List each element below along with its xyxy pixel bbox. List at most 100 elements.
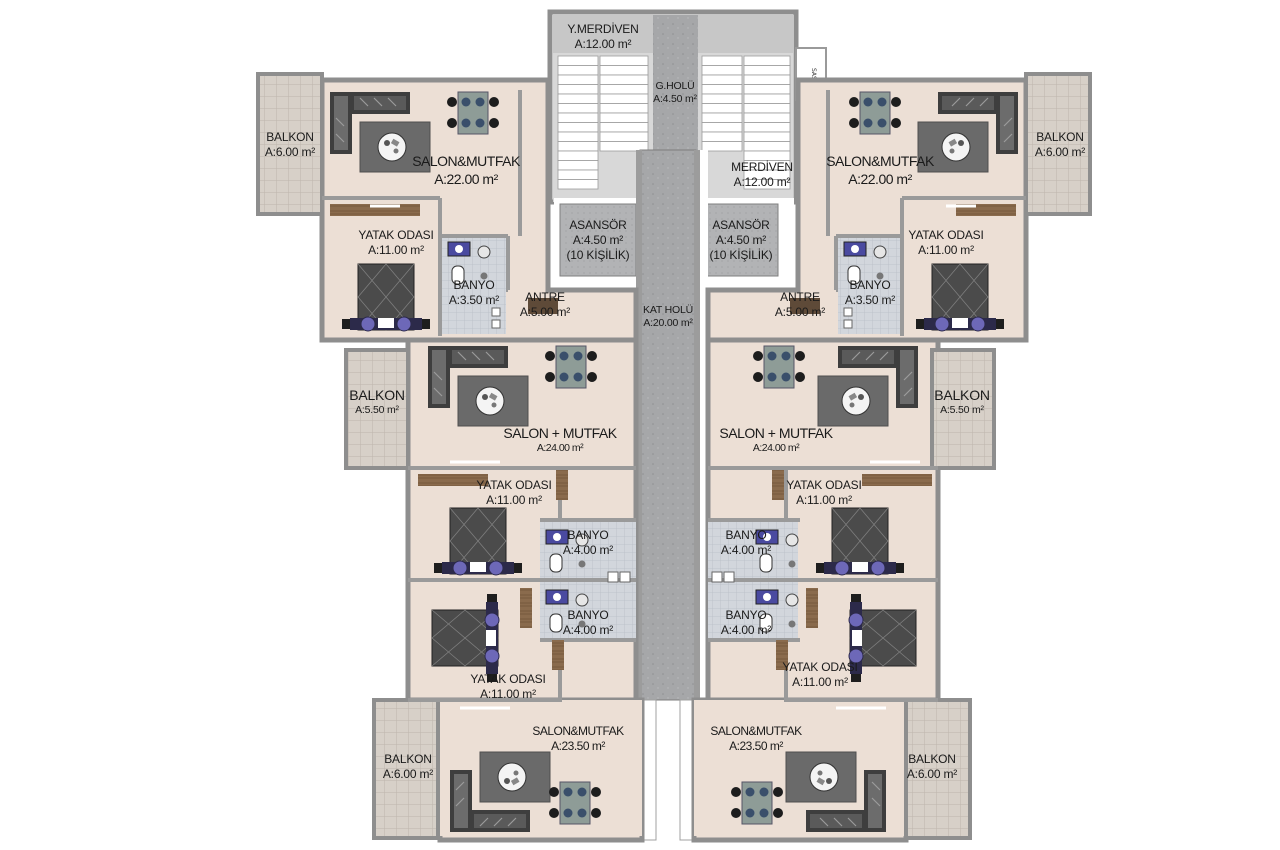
stair-tread [599, 141, 649, 152]
ml-bath1-name: BANYO [567, 528, 609, 542]
mr-bath1-name: BANYO [725, 528, 767, 542]
tr-entry-label: ANTRE A:5.00 m² [775, 290, 825, 320]
wardrobes [330, 204, 1016, 670]
tr-bedroom-label: YATAK ODASI A:11.00 m² [908, 228, 983, 258]
mr-bath1-area: A:4.00 m² [720, 543, 772, 557]
ml-balcony-label: BALKON A:5.50 m² [349, 386, 405, 417]
stair-tread [743, 122, 791, 133]
mr-bedroom2-area: A:11.00 m² [792, 675, 848, 689]
tl-bath-area: A:3.50 m² [448, 293, 500, 307]
stair-tread [599, 131, 649, 142]
mr-bedroom2-label: YATAK ODASI A:11.00 m² [782, 660, 857, 690]
tl-entry-label: ANTRE A:5.00 m² [520, 290, 570, 320]
ml-balcony-area: A:5.50 m² [355, 404, 399, 416]
stair-tread [701, 55, 743, 66]
stair-tread [599, 103, 649, 114]
lift-left-area: A:4.50 m² [572, 233, 624, 247]
tl-living-area: A:22.00 m² [434, 171, 498, 187]
stair-tread [701, 122, 743, 133]
ml-living-area: A:24.00 m² [536, 442, 584, 454]
ml-bath2-name: BANYO [567, 608, 609, 622]
stair-tread [599, 55, 649, 66]
stair-tread [743, 112, 791, 123]
stair-tread [743, 65, 791, 76]
stair-tread [557, 74, 599, 85]
mr-living-label: SALON + MUTFAK A:24.00 m² [719, 424, 833, 455]
mr-bath2-area: A:4.00 m² [720, 623, 772, 637]
tr-balcony-area: A:6.00 m² [1034, 145, 1086, 159]
mr-balcony-label: BALKON A:5.50 m² [934, 386, 990, 417]
tl-bedroom-area: A:11.00 m² [368, 243, 424, 257]
br-living-area: A:23.50 m² [729, 739, 783, 753]
lift-left-capacity: (10 KİŞİLİK) [566, 248, 630, 262]
stair-tread [743, 74, 791, 85]
stair-tread [557, 93, 599, 104]
stair-tread [701, 131, 743, 142]
stair-tread [557, 141, 599, 152]
stair-tread [701, 74, 743, 85]
stair-tread [557, 179, 599, 190]
ml-living-label: SALON + MUTFAK A:24.00 m² [503, 424, 617, 455]
mr-bedroom2-name: YATAK ODASI [782, 660, 858, 674]
stair-tread [743, 93, 791, 104]
mr-bath1-label: BANYO A:4.00 m² [721, 528, 771, 558]
stair-tread [599, 84, 649, 95]
br-balcony-area: A:6.00 m² [906, 767, 958, 781]
stair-tread [557, 131, 599, 142]
stair-tread [701, 84, 743, 95]
mr-balcony-name: BALKON [934, 387, 990, 403]
ml-bath1-label: BANYO A:4.00 m² [563, 528, 613, 558]
stair-left-area: A:12.00 m² [574, 37, 632, 51]
door-ticks [370, 204, 976, 710]
br-living-label: SALON&MUTFAK A:23.50 m² [710, 724, 802, 754]
ml-bedroom2-area: A:11.00 m² [480, 687, 536, 701]
tl-balcony-label: BALKON A:6.00 m² [265, 130, 315, 160]
mr-bedroom1-area: A:11.00 m² [796, 493, 852, 507]
stair-right-area: A:12.00 m² [733, 175, 791, 189]
stair-tread [599, 93, 649, 104]
stair-left-label: Y.MERDİVEN A:12.00 m² [567, 22, 638, 52]
stair-tread [557, 150, 599, 161]
corridor-area: A:20.00 m² [643, 317, 693, 329]
mr-living-name: SALON + MUTFAK [719, 425, 833, 441]
stair-tread [701, 141, 743, 152]
stair-tread [743, 141, 791, 152]
tl-bath-label: BANYO A:3.50 m² [449, 278, 499, 308]
lift-left-name: ASANSÖR [569, 218, 627, 232]
stair-tread [557, 55, 599, 66]
bl-living-label: SALON&MUTFAK A:23.50 m² [532, 724, 624, 754]
hall-area: A:4.50 m² [653, 93, 697, 105]
stair-tread [701, 112, 743, 123]
corridor-name: KAT HOLÜ [643, 304, 693, 316]
ml-bedroom1-name: YATAK ODASI [476, 478, 552, 492]
stair-tread [701, 93, 743, 104]
bl-balcony-area: A:6.00 m² [382, 767, 434, 781]
br-balcony-label: BALKON A:6.00 m² [907, 752, 957, 782]
tr-living-label: SALON&MUTFAK A:22.00 m² [826, 152, 934, 188]
stair-tread [599, 65, 649, 76]
stair-right-label: MERDİVEN A:12.00 m² [731, 160, 793, 190]
lift-right-capacity: (10 KİŞİLİK) [709, 248, 773, 262]
stair-tread [599, 112, 649, 123]
stair-right-name: MERDİVEN [731, 160, 793, 174]
tr-balcony-name: BALKON [1036, 130, 1084, 144]
stair-tread [599, 122, 649, 133]
tr-entry-area: A:5.00 m² [774, 305, 826, 319]
tl-entry-area: A:5.00 m² [519, 305, 571, 319]
stair-tread [701, 65, 743, 76]
corridor-label: KAT HOLÜ A:20.00 m² [643, 304, 693, 330]
stair-left-name: Y.MERDİVEN [567, 22, 639, 36]
bl-balcony-name: BALKON [384, 752, 432, 766]
br-living-name: SALON&MUTFAK [710, 724, 802, 738]
lift-right-name: ASANSÖR [712, 218, 770, 232]
stair-tread [557, 65, 599, 76]
tr-bath-label: BANYO A:3.50 m² [845, 278, 895, 308]
hall-name: G.HOLÜ [655, 80, 695, 92]
ml-bath2-label: BANYO A:4.00 m² [563, 608, 613, 638]
tr-living-name: SALON&MUTFAK [826, 153, 934, 169]
stair-tread [557, 160, 599, 171]
tr-living-area: A:22.00 m² [848, 171, 912, 187]
hall-label: G.HOLÜ A:4.50 m² [653, 80, 697, 106]
stair-tread [743, 84, 791, 95]
